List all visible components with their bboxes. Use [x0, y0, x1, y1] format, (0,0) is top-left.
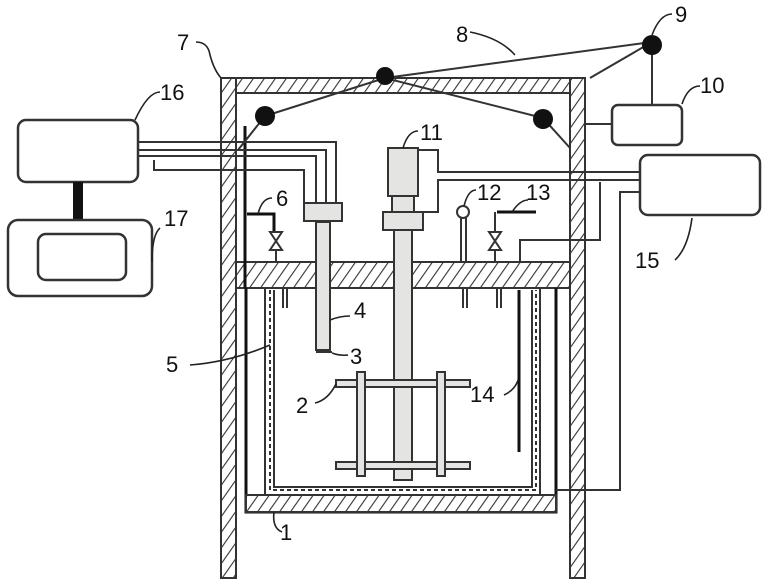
inner-vessel	[269, 290, 537, 491]
feed-tube	[303, 202, 343, 353]
leader-lines	[134, 13, 701, 533]
label-8: 8	[456, 22, 468, 47]
label-11: 11	[420, 120, 443, 145]
outer-vessel	[244, 288, 558, 514]
label-9: 9	[675, 2, 687, 27]
label-12: 12	[477, 180, 501, 205]
gauge	[456, 205, 470, 262]
label-16: 16	[160, 80, 184, 105]
label-5: 5	[166, 352, 178, 377]
controller	[610, 103, 684, 147]
drop-tubes	[282, 288, 502, 308]
label-17: 17	[164, 206, 188, 231]
stirrer	[335, 371, 471, 477]
connector	[73, 182, 83, 220]
label-4: 4	[354, 298, 366, 323]
label-13: 13	[526, 180, 550, 205]
supply-pipes	[138, 141, 337, 203]
junction-node	[642, 35, 662, 55]
node-left	[255, 106, 275, 126]
supply-unit	[16, 118, 140, 184]
motor	[382, 147, 424, 481]
label-7: 7	[177, 30, 189, 55]
label-10: 10	[700, 73, 724, 98]
control-wiring	[418, 123, 640, 491]
label-1: 1	[280, 520, 292, 545]
label-15: 15	[635, 248, 659, 273]
label-14: 14	[470, 382, 494, 407]
control-unit	[638, 153, 762, 217]
display-screen	[36, 232, 128, 282]
cable	[237, 41, 653, 151]
node-top	[376, 67, 394, 85]
label-3: 3	[350, 344, 362, 369]
label-2: 2	[296, 393, 308, 418]
node-right	[533, 109, 553, 129]
outlet-valve	[487, 210, 536, 262]
inlet-valve	[247, 212, 284, 262]
label-6: 6	[276, 186, 288, 211]
